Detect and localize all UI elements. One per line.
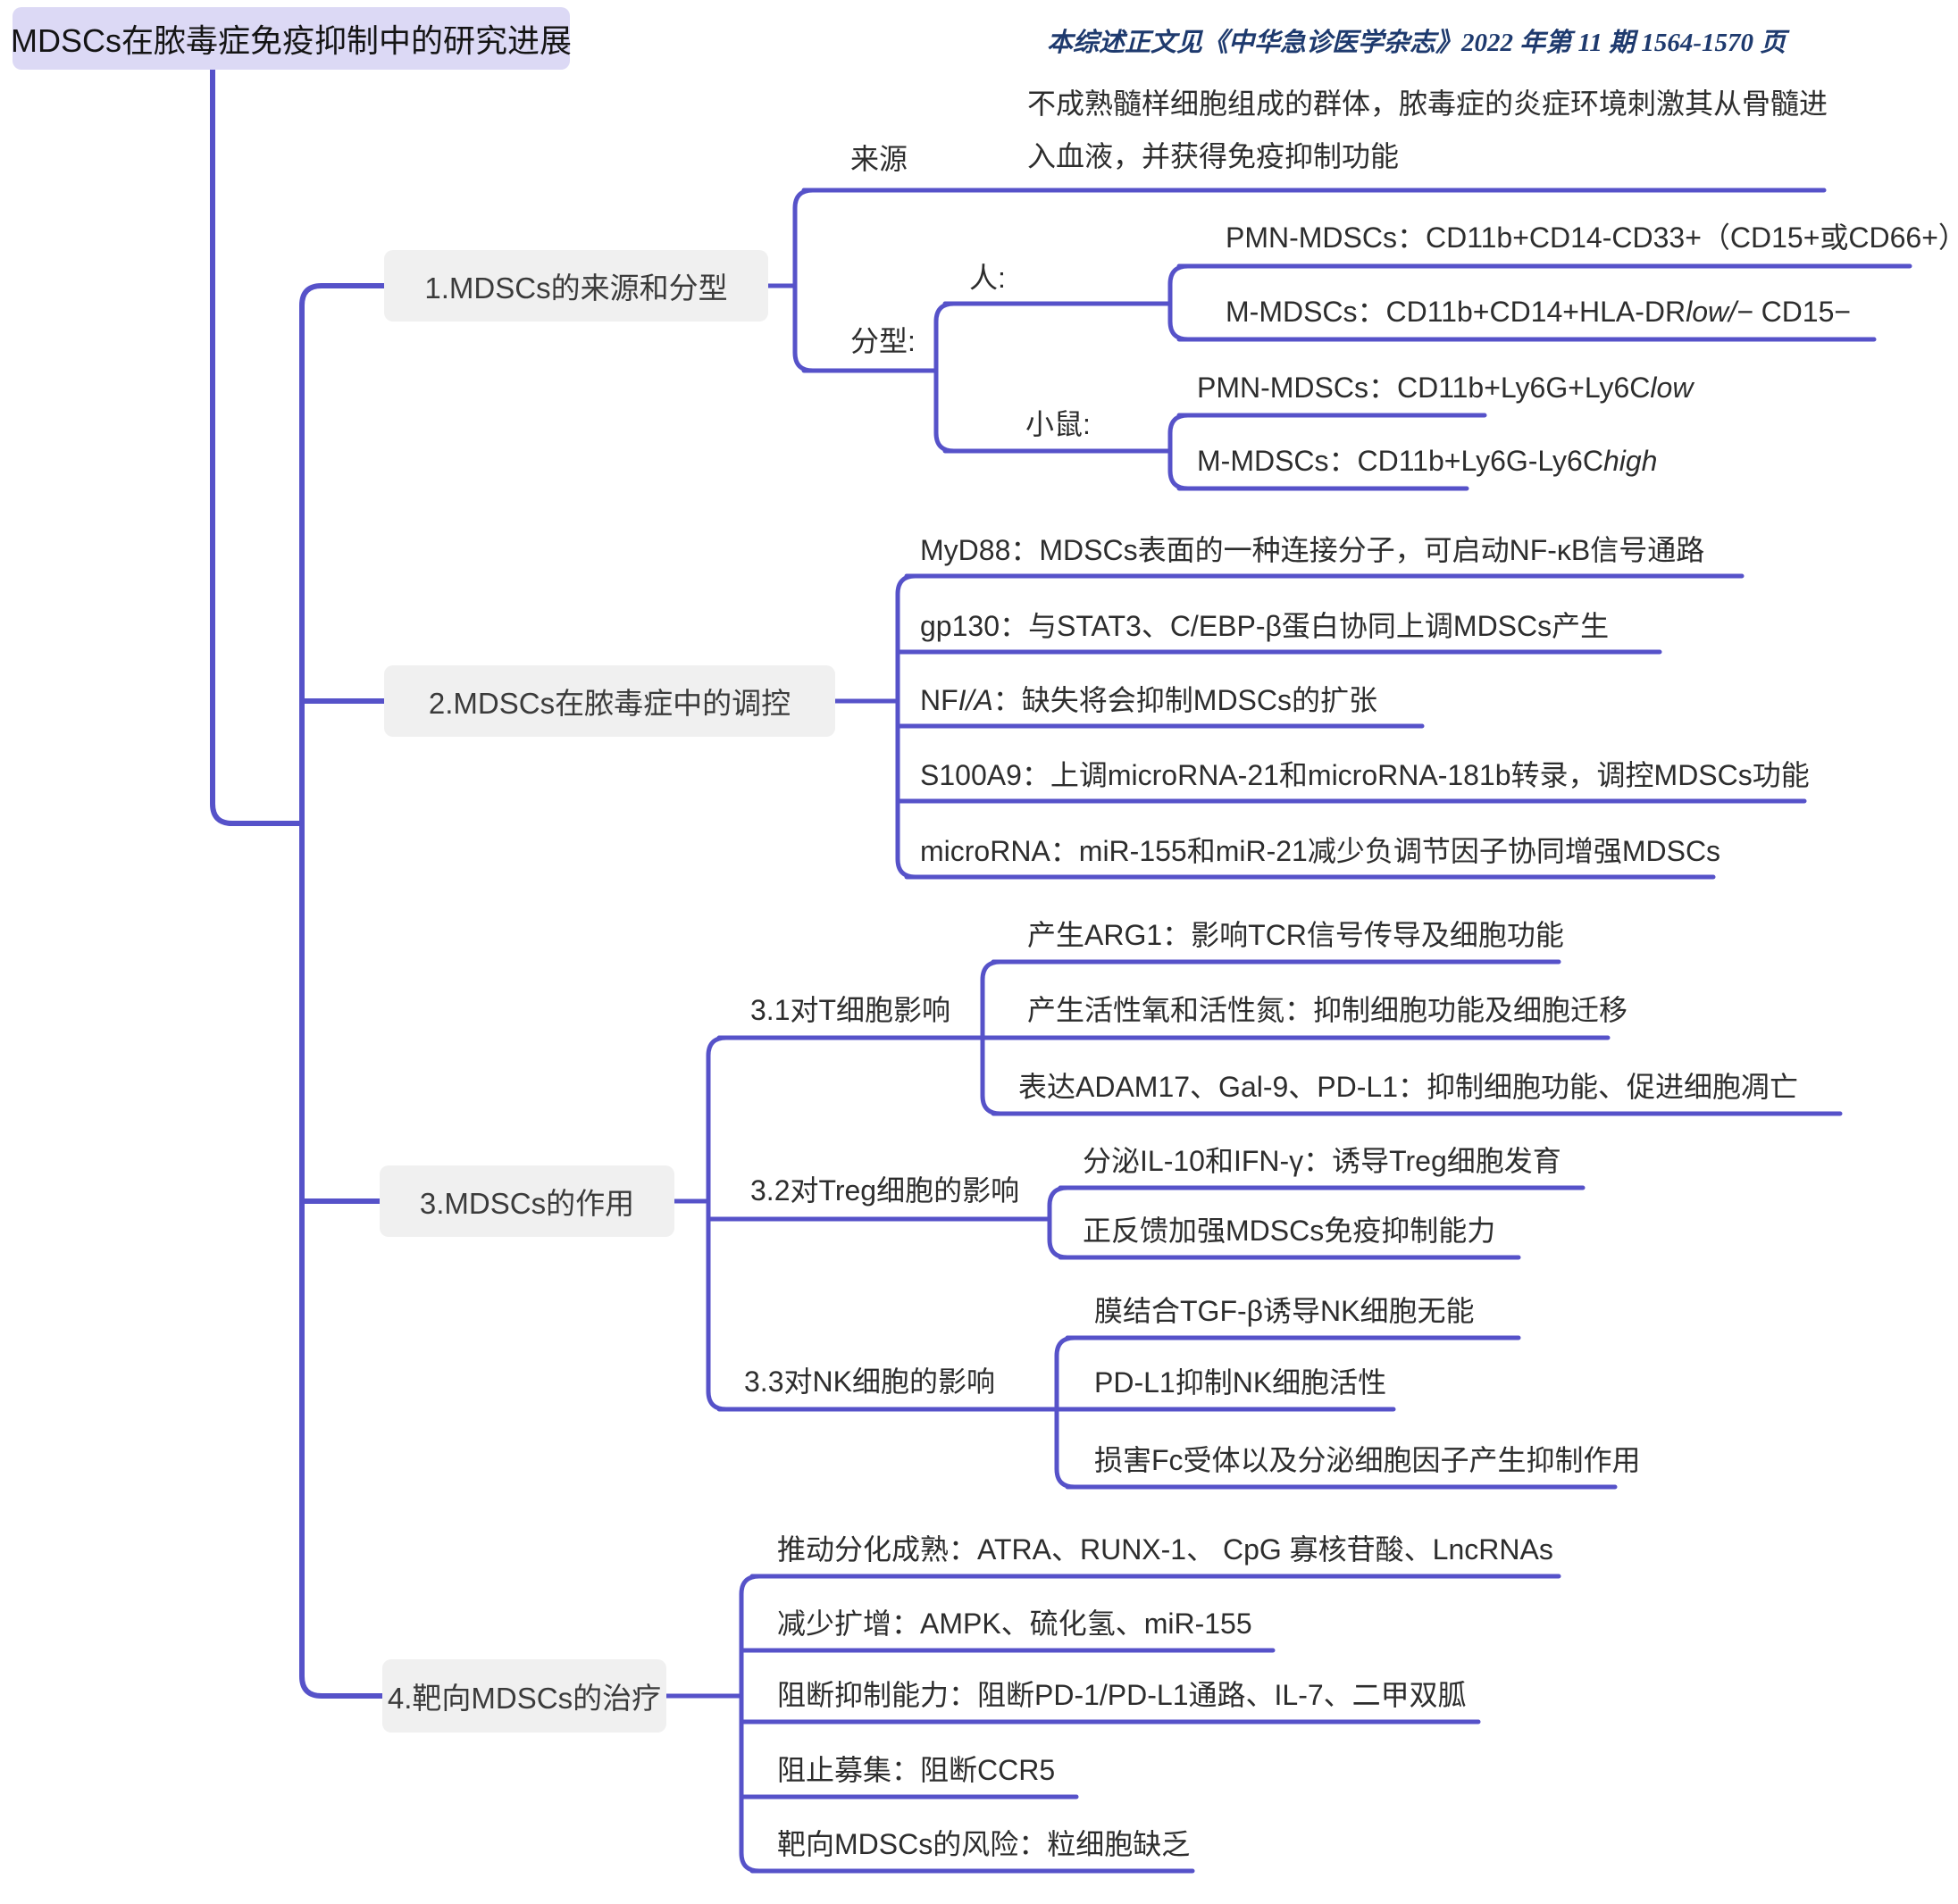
node-fc-receptor[interactable]: 损害Fc受体以及分泌细胞因子产生抑制作用 — [1094, 1444, 1641, 1476]
node-reduce-expansion[interactable]: 减少扩增：AMPK、硫化氢、miR-155 — [777, 1608, 1252, 1640]
node-nfia[interactable]: NFI/A：缺失将会抑制MDSCs的扩张 — [920, 684, 1378, 716]
branch-node-2[interactable]: 2.MDSCs在脓毒症中的调控 — [384, 665, 835, 737]
node-typing-label[interactable]: 分型: — [850, 325, 916, 357]
branch-node-4[interactable]: 4.靶向MDSCs的治疗 — [382, 1659, 666, 1733]
node-ros-rns[interactable]: 产生活性氧和活性氮：抑制细胞功能及细胞迁移 — [1027, 994, 1628, 1026]
node-mouse-label[interactable]: 小鼠: — [1025, 408, 1091, 440]
node-positive-feedback[interactable]: 正反馈加强MDSCs免疫抑制能力 — [1083, 1215, 1496, 1247]
branch1-connectors — [766, 188, 1912, 491]
node-t-cell-label[interactable]: 3.1对T细胞影响 — [750, 994, 951, 1026]
node-gp130[interactable]: gp130：与STAT3、C/EBP-β蛋白协同上调MDSCs产生 — [920, 610, 1610, 642]
node-treg-label[interactable]: 3.2对Treg细胞的影响 — [750, 1174, 1020, 1207]
node-m-mdsc-human[interactable]: M-MDSCs：CD11b+CD14+HLA-DRlow/− CD15− — [1226, 296, 1852, 328]
node-targeting-risk[interactable]: 靶向MDSCs的风险：粒细胞缺乏 — [777, 1828, 1191, 1860]
node-promote-differentiation[interactable]: 推动分化成熟：ATRA、RUNX-1、 CpG 寡核苷酸、LncRNAs — [777, 1533, 1553, 1566]
node-pmn-mdsc-mouse[interactable]: PMN-MDSCs：CD11b+Ly6G+Ly6Clow — [1197, 372, 1694, 404]
node-tgfb-nk[interactable]: 膜结合TGF-β诱导NK细胞无能 — [1094, 1295, 1475, 1327]
branch-node-3[interactable]: 3.MDSCs的作用 — [380, 1165, 674, 1237]
node-source-label[interactable]: 来源 — [850, 143, 908, 175]
node-block-suppression[interactable]: 阻断抑制能力：阻断PD-1/PD-L1通路、IL-7、二甲双胍 — [777, 1679, 1467, 1711]
branch-node-1[interactable]: 1.MDSCs的来源和分型 — [384, 250, 768, 322]
node-human-label[interactable]: 人: — [969, 262, 1006, 294]
branch4-connectors — [664, 1574, 1561, 1874]
node-m-mdsc-mouse[interactable]: M-MDSCs：CD11b+Ly6G-Ly6Chigh — [1197, 445, 1658, 477]
node-adam17[interactable]: 表达ADAM17、Gal-9、PD-L1：抑制细胞功能、促进细胞凋亡 — [1018, 1071, 1799, 1103]
node-myd88[interactable]: MyD88：MDSCs表面的一种连接分子，可启动NF-κB信号通路 — [920, 534, 1705, 566]
node-nk-label[interactable]: 3.3对NK细胞的影响 — [744, 1365, 995, 1398]
node-microrna[interactable]: microRNA：miR-155和miR-21减少负调节因子协同增强MDSCs — [920, 835, 1721, 867]
root-node[interactable]: MDSCs在脓毒症免疫抑制中的研究进展 — [11, 7, 572, 70]
node-block-recruitment[interactable]: 阻止募集：阻断CCR5 — [777, 1754, 1056, 1786]
node-il10-ifng[interactable]: 分泌IL-10和IFN-γ：诱导Treg细胞发育 — [1083, 1145, 1561, 1177]
node-s100a9[interactable]: S100A9：上调microRNA-21和microRNA-181b转录，调控M… — [920, 759, 1810, 791]
citation-note: 本综述正文见《中华急诊医学杂志》2022 年第 11 期 1564-1570 页 — [1047, 29, 1786, 57]
node-pdl1-nk[interactable]: PD-L1抑制NK细胞活性 — [1094, 1366, 1387, 1399]
node-arg1[interactable]: 产生ARG1：影响TCR信号传导及细胞功能 — [1027, 919, 1564, 951]
spine-connectors — [210, 67, 387, 1699]
node-source-desc-line2[interactable]: 入血液，并获得免疫抑制功能 — [1027, 140, 1400, 172]
branch2-connectors — [833, 573, 1807, 880]
node-source-desc-line1[interactable]: 不成熟髓样细胞组成的群体，脓毒症的炎症环境刺激其从骨髓进 — [1027, 88, 1828, 120]
branch3-connectors — [672, 959, 1843, 1490]
node-pmn-mdsc-human[interactable]: PMN-MDSCs：CD11b+CD14-CD33+（CD15+或CD66+） — [1226, 221, 1958, 254]
